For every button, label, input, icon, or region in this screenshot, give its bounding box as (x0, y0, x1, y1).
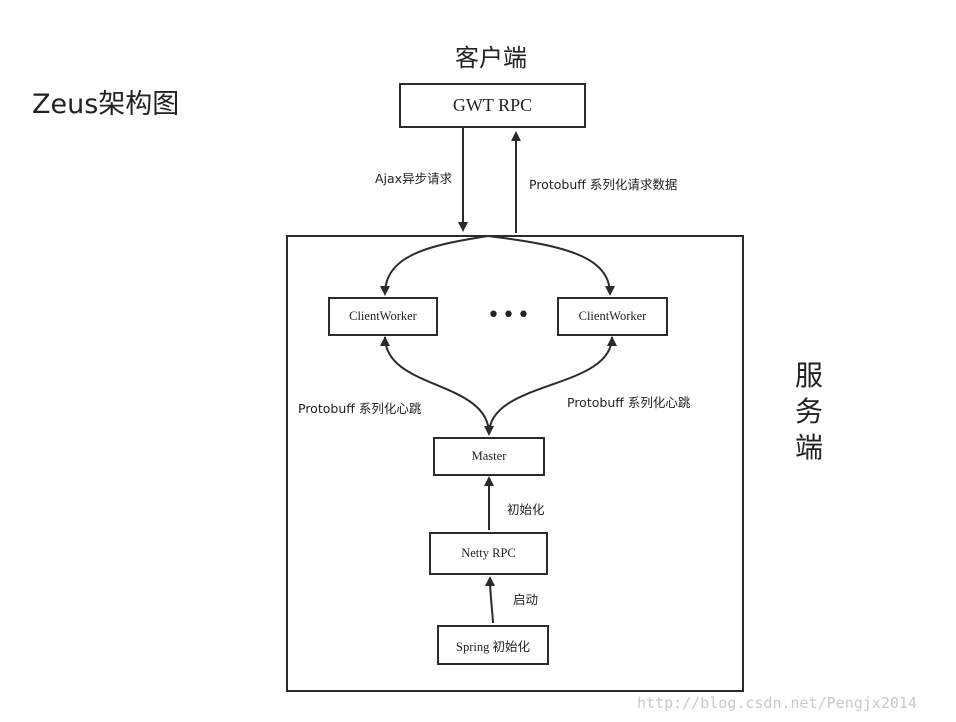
heartbeat-left-curve (384, 336, 490, 435)
client-worker-left-node: ClientWorker (328, 297, 438, 336)
server-label-char-1: 服 (794, 359, 823, 392)
master-node: Master (433, 437, 545, 476)
heartbeat-left-label: Protobuff 系列化心跳 (298, 401, 422, 416)
client-worker-right-node: ClientWorker (557, 297, 668, 336)
netty-rpc-node: Netty RPC (429, 532, 548, 575)
diagram-title: Zeus架构图 (32, 89, 180, 120)
server-label: 服 务 端 (789, 358, 829, 466)
server-label-char-2: 务 (794, 395, 823, 428)
start-label: 启动 (513, 592, 539, 607)
server-container (286, 235, 744, 692)
server-label-char-3: 端 (794, 431, 823, 464)
protobuf-response-label: Protobuff 系列化请求数据 (529, 177, 678, 192)
heartbeat-right-label: Protobuff 系列化心跳 (567, 395, 691, 410)
spring-init-node: Spring 初始化 (437, 625, 549, 665)
client-label: 客户端 (455, 44, 527, 72)
init-label: 初始化 (507, 502, 545, 517)
watermark: http://blog.csdn.net/Pengjx2014 (637, 694, 917, 712)
more-workers-ellipsis: ••• (487, 303, 532, 328)
fanout-left-arrow (380, 235, 489, 296)
start-arrow (485, 576, 496, 624)
heartbeat-right-curve (488, 336, 613, 435)
fanout-right-arrow (487, 235, 615, 296)
gwt-rpc-node: GWT RPC (399, 83, 586, 128)
ajax-request-label: Ajax异步请求 (375, 171, 453, 186)
